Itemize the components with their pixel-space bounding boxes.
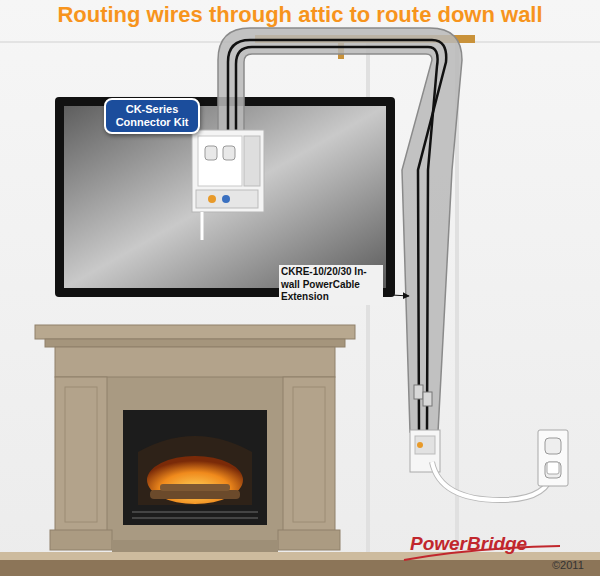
flames bbox=[147, 456, 243, 504]
power-inlet bbox=[415, 436, 435, 454]
cable-connector bbox=[414, 385, 423, 399]
plinth bbox=[278, 530, 340, 550]
log bbox=[160, 484, 230, 491]
connector-plug bbox=[208, 195, 216, 203]
connector-plug bbox=[417, 442, 423, 448]
series-badge: CK-Series Connector Kit bbox=[104, 98, 200, 134]
receptacle bbox=[545, 438, 561, 454]
box-frame bbox=[192, 130, 264, 212]
plug bbox=[547, 462, 559, 474]
moulding bbox=[45, 339, 345, 347]
node-text: CK-Series Connector Kit bbox=[112, 103, 192, 129]
outlet-plate bbox=[198, 136, 242, 186]
cord-outline bbox=[432, 462, 552, 500]
leg-panel bbox=[293, 387, 325, 522]
recessed-box-tv bbox=[192, 130, 264, 212]
cable-connector bbox=[423, 392, 432, 406]
low-voltage-port bbox=[244, 136, 260, 186]
tv-power-cord bbox=[201, 212, 204, 240]
mantel-leg bbox=[283, 377, 335, 532]
wall-outlet bbox=[538, 430, 568, 486]
power-cord bbox=[432, 462, 552, 500]
frieze bbox=[55, 347, 335, 377]
cable-exit bbox=[196, 190, 258, 208]
connector-plug bbox=[222, 195, 230, 203]
receptacle bbox=[205, 146, 217, 160]
fireplace-mantel bbox=[35, 325, 355, 552]
plinth bbox=[50, 530, 112, 550]
receptacle bbox=[545, 462, 561, 478]
log bbox=[150, 490, 240, 499]
copyright: ©2011 bbox=[552, 559, 584, 571]
louver bbox=[132, 517, 258, 519]
outlet-plate bbox=[538, 430, 568, 486]
mantel-shelf bbox=[35, 325, 355, 339]
leg-panel bbox=[65, 387, 97, 522]
insert-frame bbox=[123, 410, 267, 525]
floor bbox=[0, 560, 600, 576]
mantel-leg bbox=[55, 377, 107, 532]
firebox bbox=[138, 436, 252, 505]
fireplace-insert bbox=[123, 410, 267, 525]
diagram-title: Routing wires through attic to route dow… bbox=[0, 2, 600, 28]
hearth bbox=[112, 540, 278, 552]
louver bbox=[132, 511, 258, 513]
brand-logo: PowerBridge bbox=[410, 533, 527, 555]
part-label: CKRE-10/20/30 In-wall PowerCable Extensi… bbox=[279, 265, 383, 305]
surround bbox=[107, 377, 283, 542]
receptacle bbox=[223, 146, 235, 160]
